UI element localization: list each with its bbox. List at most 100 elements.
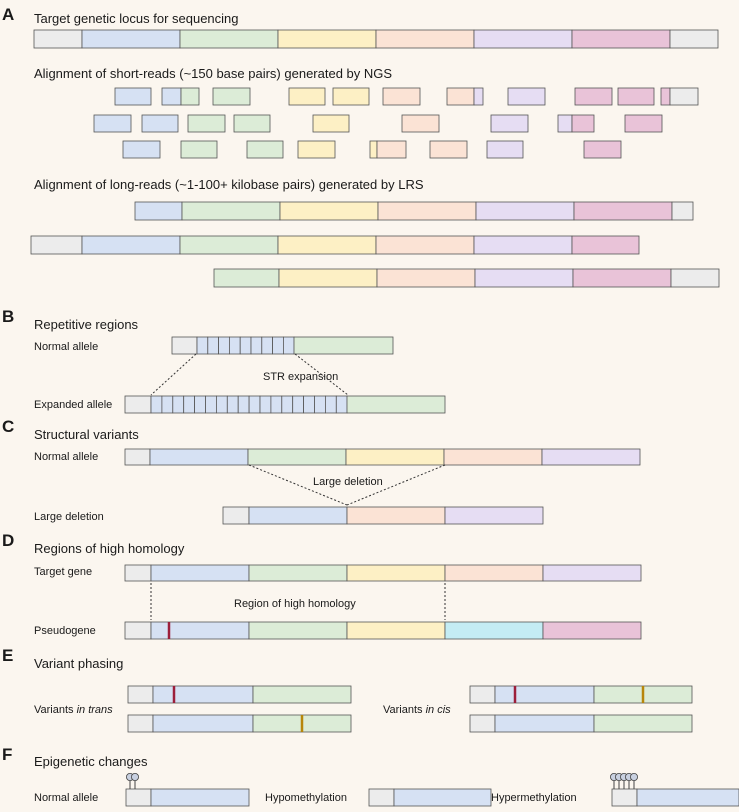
b-expanded-repeat-6 — [205, 395, 217, 414]
c-normal-allele-seg-3 — [247, 448, 347, 466]
d-pseudogene-seg-1 — [124, 621, 152, 640]
f-normal-label: Normal allele — [34, 792, 98, 804]
short-read-r1-8 — [507, 87, 546, 106]
long-read-2-seg-1 — [30, 235, 83, 255]
c-normal-allele-seg-1 — [124, 448, 151, 466]
long-read-2-seg-4 — [277, 235, 377, 255]
d-target-gene-seg-6 — [542, 564, 642, 582]
panel-letter-b: B — [2, 307, 14, 326]
e-cis-allele-1-seg-2 — [494, 685, 595, 704]
panel-f-title: Epigenetic changes — [34, 754, 148, 769]
target-locus-seg-5 — [375, 29, 475, 49]
d-pseudo-label: Pseudogene — [34, 625, 96, 637]
target-locus-seg-4 — [277, 29, 377, 49]
panel-a-title: Target genetic locus for sequencing — [34, 11, 239, 26]
d-target-label: Target gene — [34, 566, 92, 578]
long-read-2-seg-2 — [81, 235, 181, 255]
long-read-2-seg-3 — [179, 235, 279, 255]
b-annotation: STR expansion — [263, 371, 338, 383]
d-pseudogene-seg-3 — [248, 621, 348, 640]
diagram-shapes — [30, 29, 739, 807]
b-expanded-repeat-3 — [172, 395, 185, 414]
d-target-gene-seg-4 — [346, 564, 446, 582]
long-read-1-seg-6 — [573, 201, 673, 221]
f-hyper-allele-seg-1 — [611, 788, 638, 807]
b-normal-repeat-7 — [261, 336, 273, 355]
d-pseudogene-seg-5 — [444, 621, 544, 640]
c-annotation: Large deletion — [313, 476, 383, 488]
short-read-r1-5 — [332, 87, 370, 106]
b-expanded-repeat-14 — [292, 395, 305, 414]
f-hyper-methyl-5-circle — [630, 773, 639, 782]
d-target-gene-seg-1 — [124, 564, 152, 582]
e-cis-allele-2-seg-3 — [593, 714, 693, 733]
c-deletion-label: Large deletion — [34, 511, 104, 523]
f-hyper-allele-seg-2 — [636, 788, 739, 807]
b-normal-flank-left — [171, 336, 198, 355]
c-normal-label: Normal allele — [34, 451, 98, 463]
b-normal-label: Normal allele — [34, 341, 98, 353]
short-read-r3-1 — [122, 140, 161, 159]
b-normal-flank-right — [293, 336, 394, 355]
c-normal-allele-seg-5 — [443, 448, 543, 466]
short-reads-label: Alignment of short-reads (~150 base pair… — [34, 66, 392, 81]
b-normal-repeat-6 — [250, 336, 263, 355]
long-read-2-seg-5 — [375, 235, 475, 255]
long-read-1-seg-7 — [671, 201, 694, 221]
d-pseudogene-seg-2 — [150, 621, 250, 640]
panel-d-title: Regions of high homology — [34, 541, 185, 556]
f-hypo-label: Hypomethylation — [265, 792, 347, 804]
long-read-1-seg-5 — [475, 201, 575, 221]
e-cis-allele-1-seg-1 — [469, 685, 496, 704]
b-expanded-label: Expanded allele — [34, 399, 112, 411]
short-read-r3-3 — [246, 140, 284, 159]
c-deletion-allele-seg-4 — [444, 506, 544, 525]
d-target-gene-seg-3 — [248, 564, 348, 582]
short-read-r1-11-a — [660, 87, 671, 106]
e-trans-allele-1-seg-1 — [127, 685, 154, 704]
panel-e-title: Variant phasing — [34, 656, 123, 671]
d-annotation: Region of high homology — [234, 598, 356, 610]
short-read-r2-3 — [187, 114, 226, 133]
e-cis-label: Variants in cis — [383, 704, 451, 716]
short-read-r1-9 — [574, 87, 613, 106]
b-normal-repeat-9 — [282, 336, 295, 355]
long-read-2-seg-6 — [473, 235, 573, 255]
long-read-1-seg-2 — [181, 201, 281, 221]
d-pseudogene-seg-6 — [542, 621, 642, 640]
f-normal-allele-seg-2 — [150, 788, 250, 807]
d-pseudogene-seg-4 — [346, 621, 446, 640]
long-read-3-seg-4 — [474, 268, 574, 288]
long-reads-label: Alignment of long-reads (~1-100+ kilobas… — [34, 177, 424, 192]
short-read-r3-6 — [429, 140, 468, 159]
short-read-r3-5-a — [369, 140, 378, 159]
short-read-r3-4 — [297, 140, 336, 159]
b-expanded-repeat-13 — [281, 395, 294, 414]
short-read-r3-8 — [583, 140, 622, 159]
target-locus-seg-7 — [571, 29, 671, 49]
panel-letter-f: F — [2, 745, 12, 764]
short-read-r1-3 — [212, 87, 251, 106]
target-locus-seg-6 — [473, 29, 573, 49]
target-locus-seg-8 — [669, 29, 719, 49]
short-read-r2-8-a — [557, 114, 573, 133]
panel-b-title: Repetitive regions — [34, 317, 139, 332]
long-read-1-seg-3 — [279, 201, 379, 221]
target-locus-seg-3 — [179, 29, 279, 49]
f-hypo-allele-seg-2 — [393, 788, 492, 807]
c-deletion-allele-seg-2 — [248, 506, 348, 525]
c-normal-allele-seg-6 — [541, 448, 641, 466]
f-normal-allele-seg-1 — [125, 788, 152, 807]
c-deletion-allele-seg-1 — [222, 506, 250, 525]
f-hypo-allele-seg-1 — [368, 788, 395, 807]
short-read-r2-6 — [401, 114, 440, 133]
short-read-r1-2-b — [180, 87, 200, 106]
b-expanded-repeat-8 — [226, 395, 239, 414]
e-trans-allele-1-seg-2 — [152, 685, 254, 704]
c-deletion-allele-seg-3 — [346, 506, 446, 525]
e-trans-allele-1-seg-3 — [252, 685, 352, 704]
d-target-gene-seg-2 — [150, 564, 250, 582]
b-expanded-flank-left — [124, 395, 152, 414]
b-expanded-repeat-12 — [270, 395, 283, 414]
long-read-3-seg-5 — [572, 268, 672, 288]
